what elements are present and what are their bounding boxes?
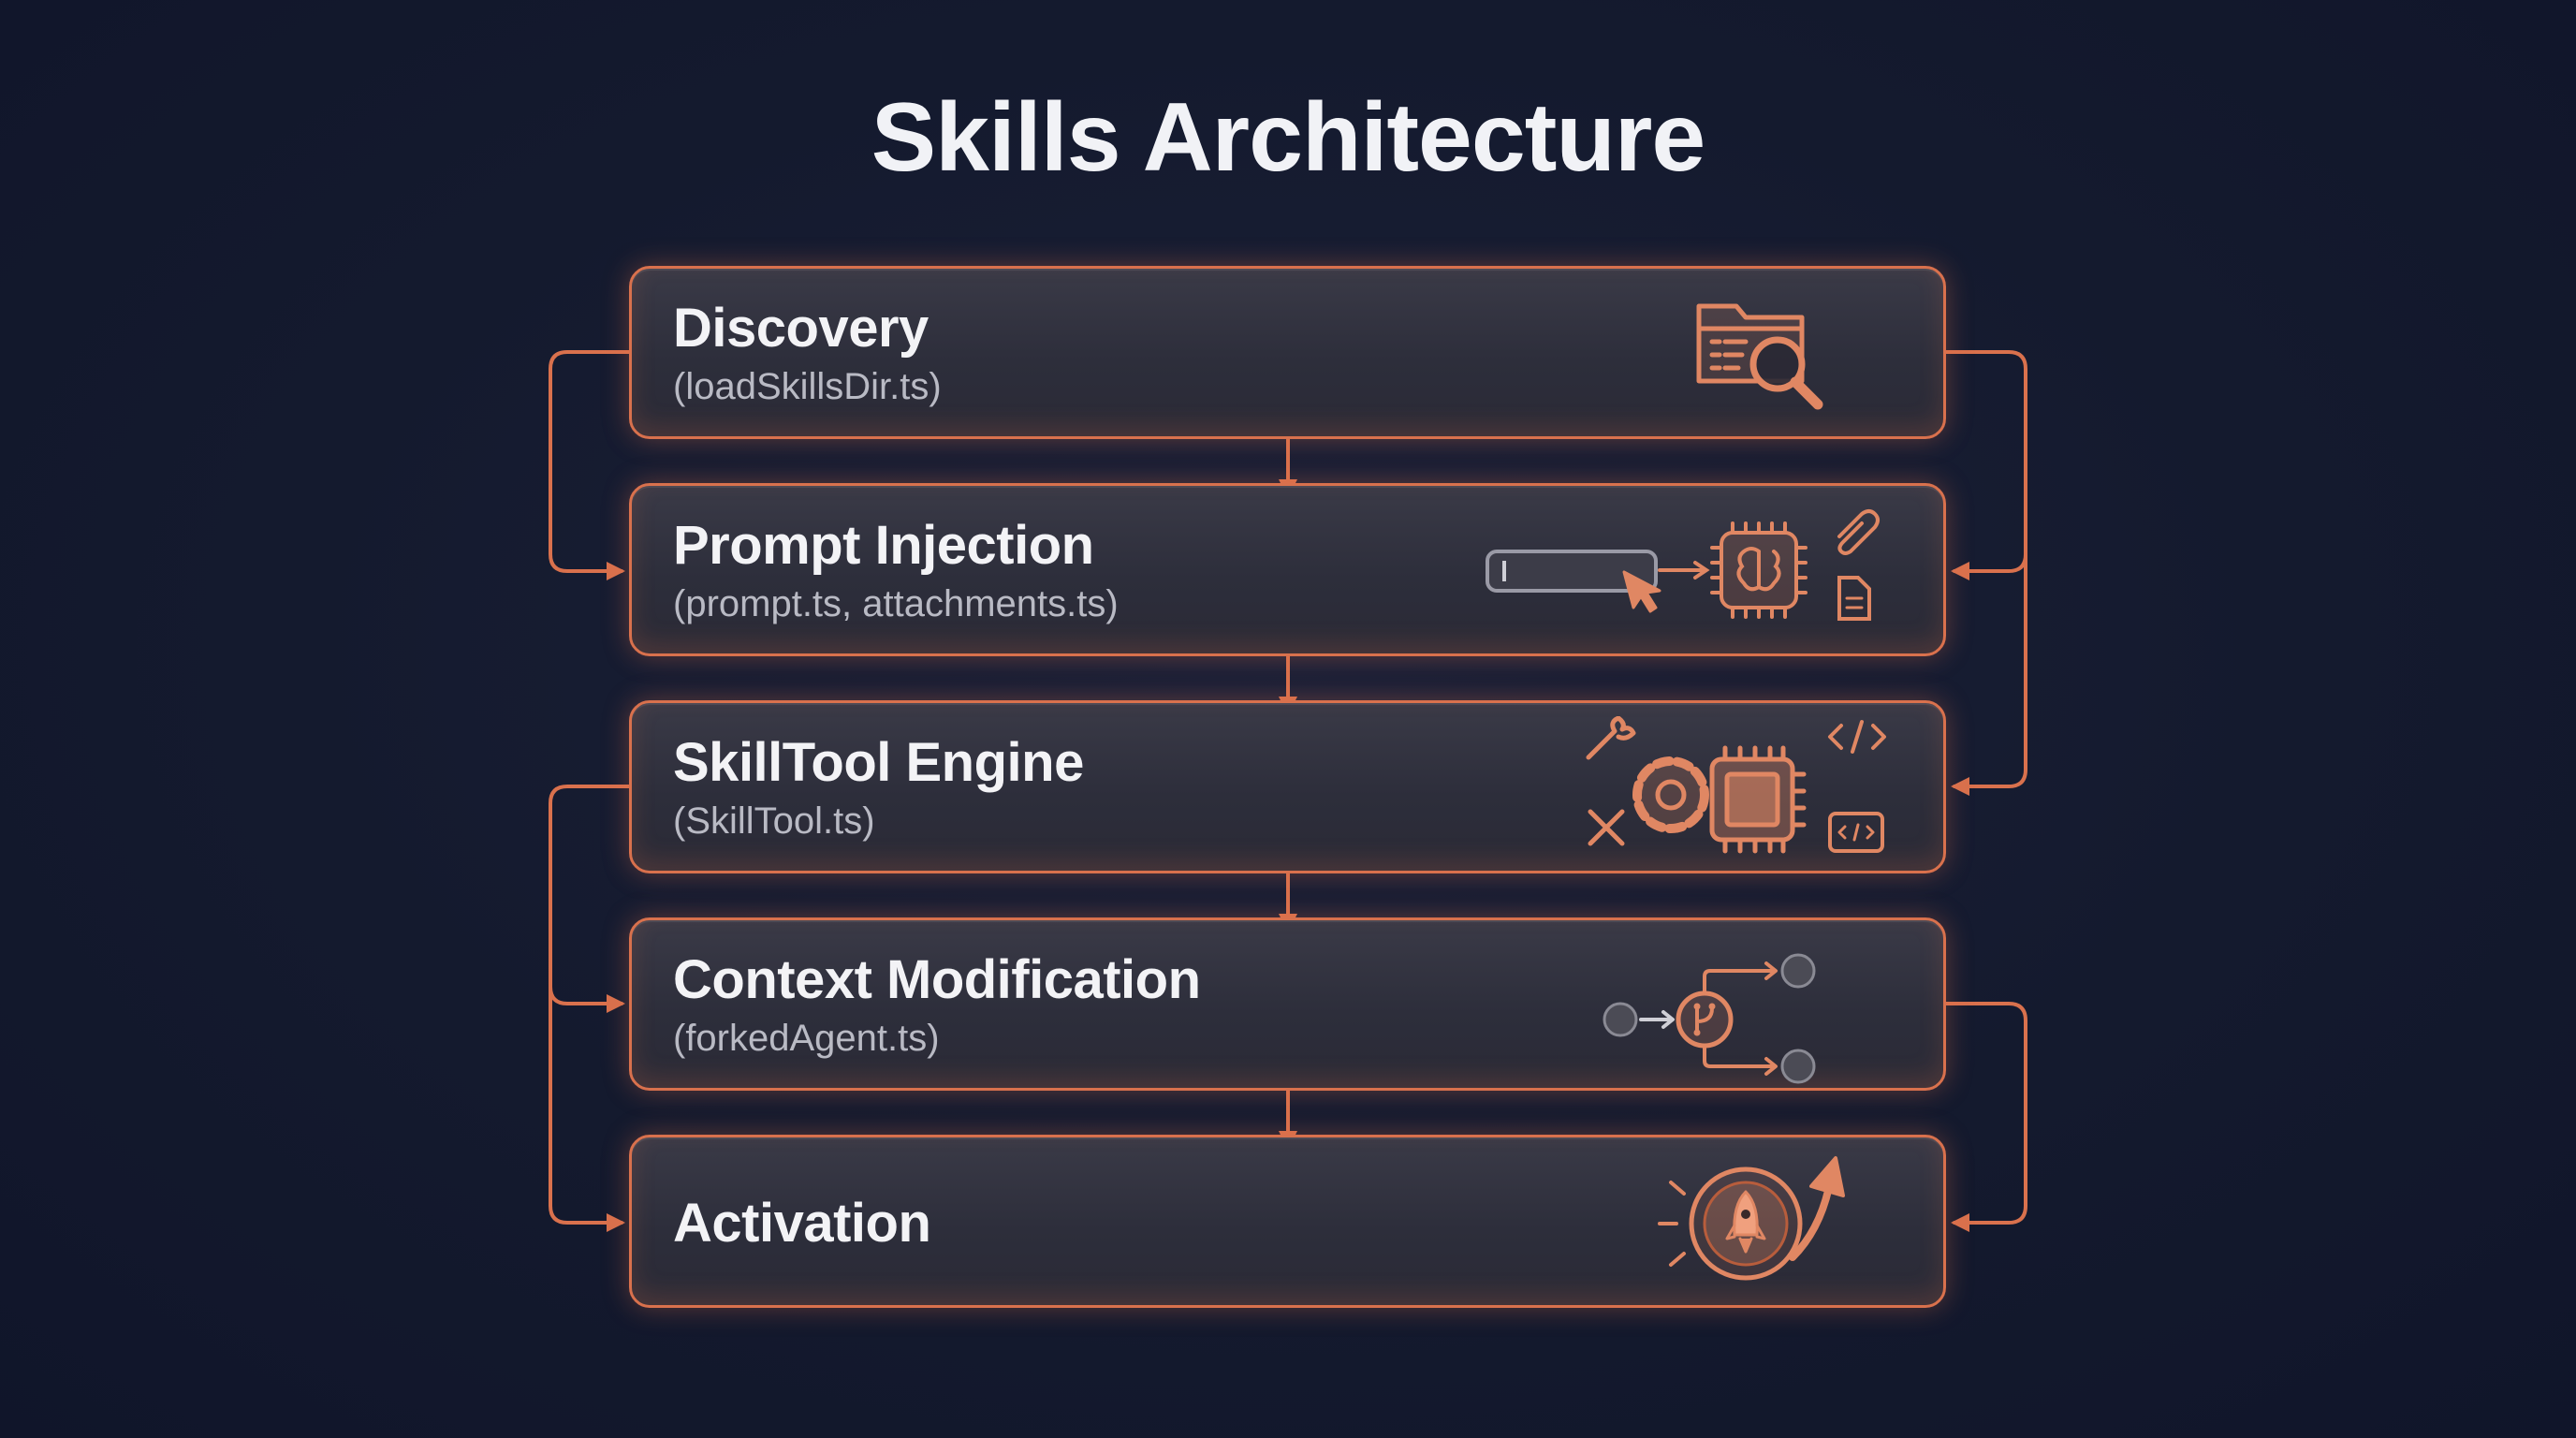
rocket-launch-icon (1658, 1156, 1845, 1281)
stage-context-modification-file: (forkedAgent.ts) (673, 1018, 940, 1059)
stage-context-modification: Context Modification (forkedAgent.ts) (629, 917, 1946, 1091)
stage-skilltool-engine-file: (SkillTool.ts) (673, 800, 875, 842)
loop-left-engine-context (549, 785, 631, 1013)
loop-right-discovery-prompt (1944, 350, 2027, 580)
stage-prompt-injection-file: (prompt.ts, attachments.ts) (673, 583, 1119, 624)
loop-right-prompt-engine (1951, 552, 2027, 796)
loop-right-context-activation (1944, 1002, 2027, 1232)
loop-left-discovery-prompt (549, 350, 631, 580)
stage-context-modification-name: Context Modification (673, 949, 1201, 1010)
diagram-title: Skills Architecture (871, 83, 1705, 192)
stage-discovery-file: (loadSkillsDir.ts) (673, 366, 942, 407)
fork-branch-icon (1603, 953, 1816, 1084)
loop-left-engine-activation (549, 985, 625, 1232)
stage-activation: Activation (629, 1135, 1946, 1308)
gear-chip-tools-icon (1586, 716, 1886, 854)
stage-prompt-injection-name: Prompt Injection (673, 515, 1094, 576)
input-to-brain-chip-icon (1486, 509, 1880, 621)
stage-prompt-injection: Prompt Injection (prompt.ts, attachments… (629, 483, 1946, 656)
stage-discovery: Discovery (loadSkillsDir.ts) (629, 266, 1946, 439)
stage-skilltool-engine-name: SkillTool Engine (673, 732, 1084, 793)
folder-search-icon (1696, 303, 1823, 410)
stage-skilltool-engine: SkillTool Engine (SkillTool.ts) (629, 700, 1946, 873)
stage-discovery-name: Discovery (673, 298, 929, 359)
stage-activation-name: Activation (673, 1193, 931, 1254)
